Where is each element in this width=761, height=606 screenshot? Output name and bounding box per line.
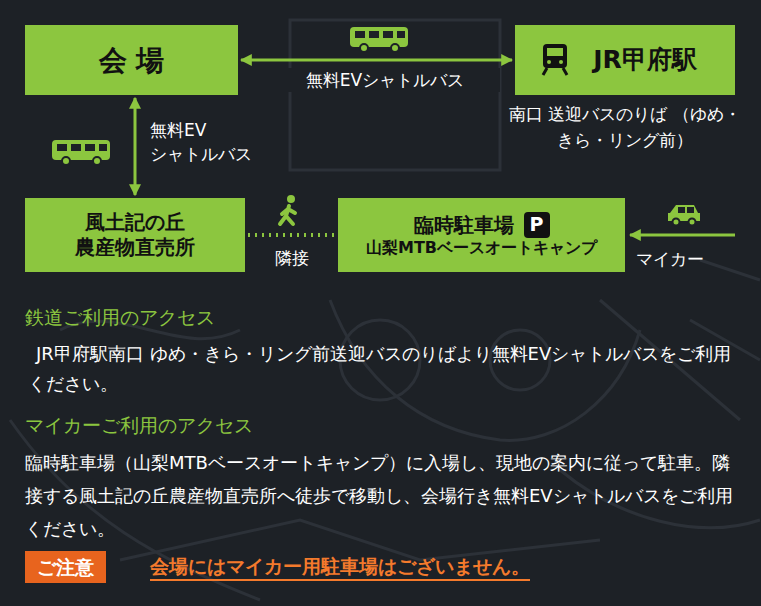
parking-badge: P <box>524 212 550 238</box>
section-heading: マイカーご利用のアクセス <box>25 412 253 438</box>
station-box: 会 場 <box>25 25 238 95</box>
car-label: マイカー <box>636 246 704 272</box>
box-text: 臨時駐車場 <box>414 213 514 238</box>
notice-text: 会場にはマイカー用駐車場はございません。 <box>150 553 530 581</box>
edge-label: 無料EV シャトルバス <box>150 118 270 166</box>
shuttle-connector <box>248 233 335 237</box>
station-box: 臨時駐車場 P山梨MTBベースオートキャンプ <box>338 198 625 272</box>
edge-label: 隣接 <box>262 246 322 270</box>
car-arrow <box>630 234 735 237</box>
section-heading: 鉄道ご利用のアクセス <box>25 304 215 330</box>
edge-label: 無料EVシャトルバス <box>270 68 500 92</box>
car-icon <box>668 205 700 226</box>
stop-caption: 南口 送迎バスのりば （ゆめ・きら・リング前） <box>485 101 761 153</box>
walker-icon <box>280 195 295 224</box>
box-text: 山梨MTBベースオートキャンプ <box>366 238 597 258</box>
box-text: JR甲府駅 <box>553 44 697 75</box>
bus-icon <box>350 27 408 52</box>
bus-icon <box>52 140 110 165</box>
body-text: JR甲府駅南口 ゆめ・きら・リング前送迎バスのりばより無料EVシャトルバスをご利… <box>28 339 743 399</box>
notice-badge: ご注意 <box>25 551 106 583</box>
station-box: 風土記の丘 農産物直売所 <box>25 198 245 272</box>
shuttle-connector <box>241 59 512 62</box>
body-text: 臨時駐車場（山梨MTBベースオートキャンプ）に入場し、現地の案内に従って駐車。隣… <box>25 446 747 545</box>
shuttle-connector <box>134 98 137 195</box>
box-text: 会 場 <box>99 43 165 78</box>
train-icon <box>540 44 570 76</box>
box-text: 風土記の丘 農産物直売所 <box>70 210 200 260</box>
station-box: JR甲府駅南口 送迎バスのりば （ゆめ・きら・リング前） <box>515 25 735 95</box>
